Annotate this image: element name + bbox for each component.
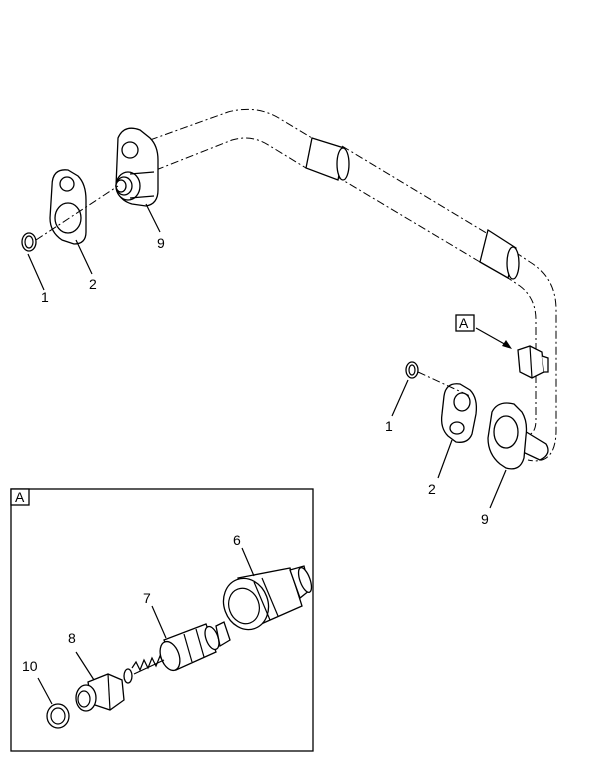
valve-spring bbox=[131, 654, 165, 675]
tube-sleeve-upper bbox=[305, 137, 350, 181]
oring-upper-left bbox=[21, 232, 37, 252]
callout-10: 10 bbox=[22, 658, 38, 674]
callout-6: 6 bbox=[233, 532, 241, 548]
leader-10 bbox=[37, 677, 53, 705]
detail-frame-label: A bbox=[15, 489, 25, 505]
tube-sleeve-lower bbox=[479, 228, 520, 280]
leader-7 bbox=[151, 605, 167, 639]
callout-9-upper: 9 bbox=[157, 235, 165, 251]
flange-upper-left bbox=[115, 127, 159, 207]
leader-2-right bbox=[437, 439, 453, 479]
flange-right bbox=[487, 402, 528, 470]
view-ref-arrowhead bbox=[502, 340, 512, 349]
callout-9-right: 9 bbox=[481, 511, 489, 527]
valve-fitting-A bbox=[517, 345, 549, 379]
oring-right bbox=[405, 361, 419, 379]
view-ref-box bbox=[455, 314, 475, 332]
callout-2-upper: 2 bbox=[89, 276, 97, 292]
leader-9-right bbox=[489, 469, 507, 509]
view-ref-arrow bbox=[475, 327, 509, 347]
gasket-upper-left bbox=[49, 169, 87, 245]
leader-2-upper bbox=[75, 239, 93, 275]
tube-assembly bbox=[147, 108, 557, 462]
assembly-centerline-upper bbox=[35, 185, 119, 241]
detail-frame-tag bbox=[10, 488, 30, 506]
threaded-plug bbox=[75, 673, 125, 712]
callout-8: 8 bbox=[68, 630, 76, 646]
assembly-centerline-right bbox=[417, 371, 471, 397]
valve-cartridge bbox=[159, 621, 231, 672]
view-ref-label: A bbox=[459, 315, 469, 331]
callout-2-right: 2 bbox=[428, 481, 436, 497]
leader-1-right bbox=[391, 379, 409, 417]
callout-7: 7 bbox=[143, 590, 151, 606]
callout-1-upper: 1 bbox=[41, 289, 49, 305]
leader-9-upper bbox=[145, 203, 161, 233]
gasket-right bbox=[440, 383, 478, 443]
oring-detail bbox=[46, 703, 70, 729]
valve-housing bbox=[222, 565, 313, 631]
valve-washer bbox=[123, 668, 133, 684]
leader-1-upper bbox=[27, 253, 45, 291]
leader-6 bbox=[241, 547, 255, 577]
callout-1-right: 1 bbox=[385, 418, 393, 434]
leader-8 bbox=[75, 651, 95, 681]
